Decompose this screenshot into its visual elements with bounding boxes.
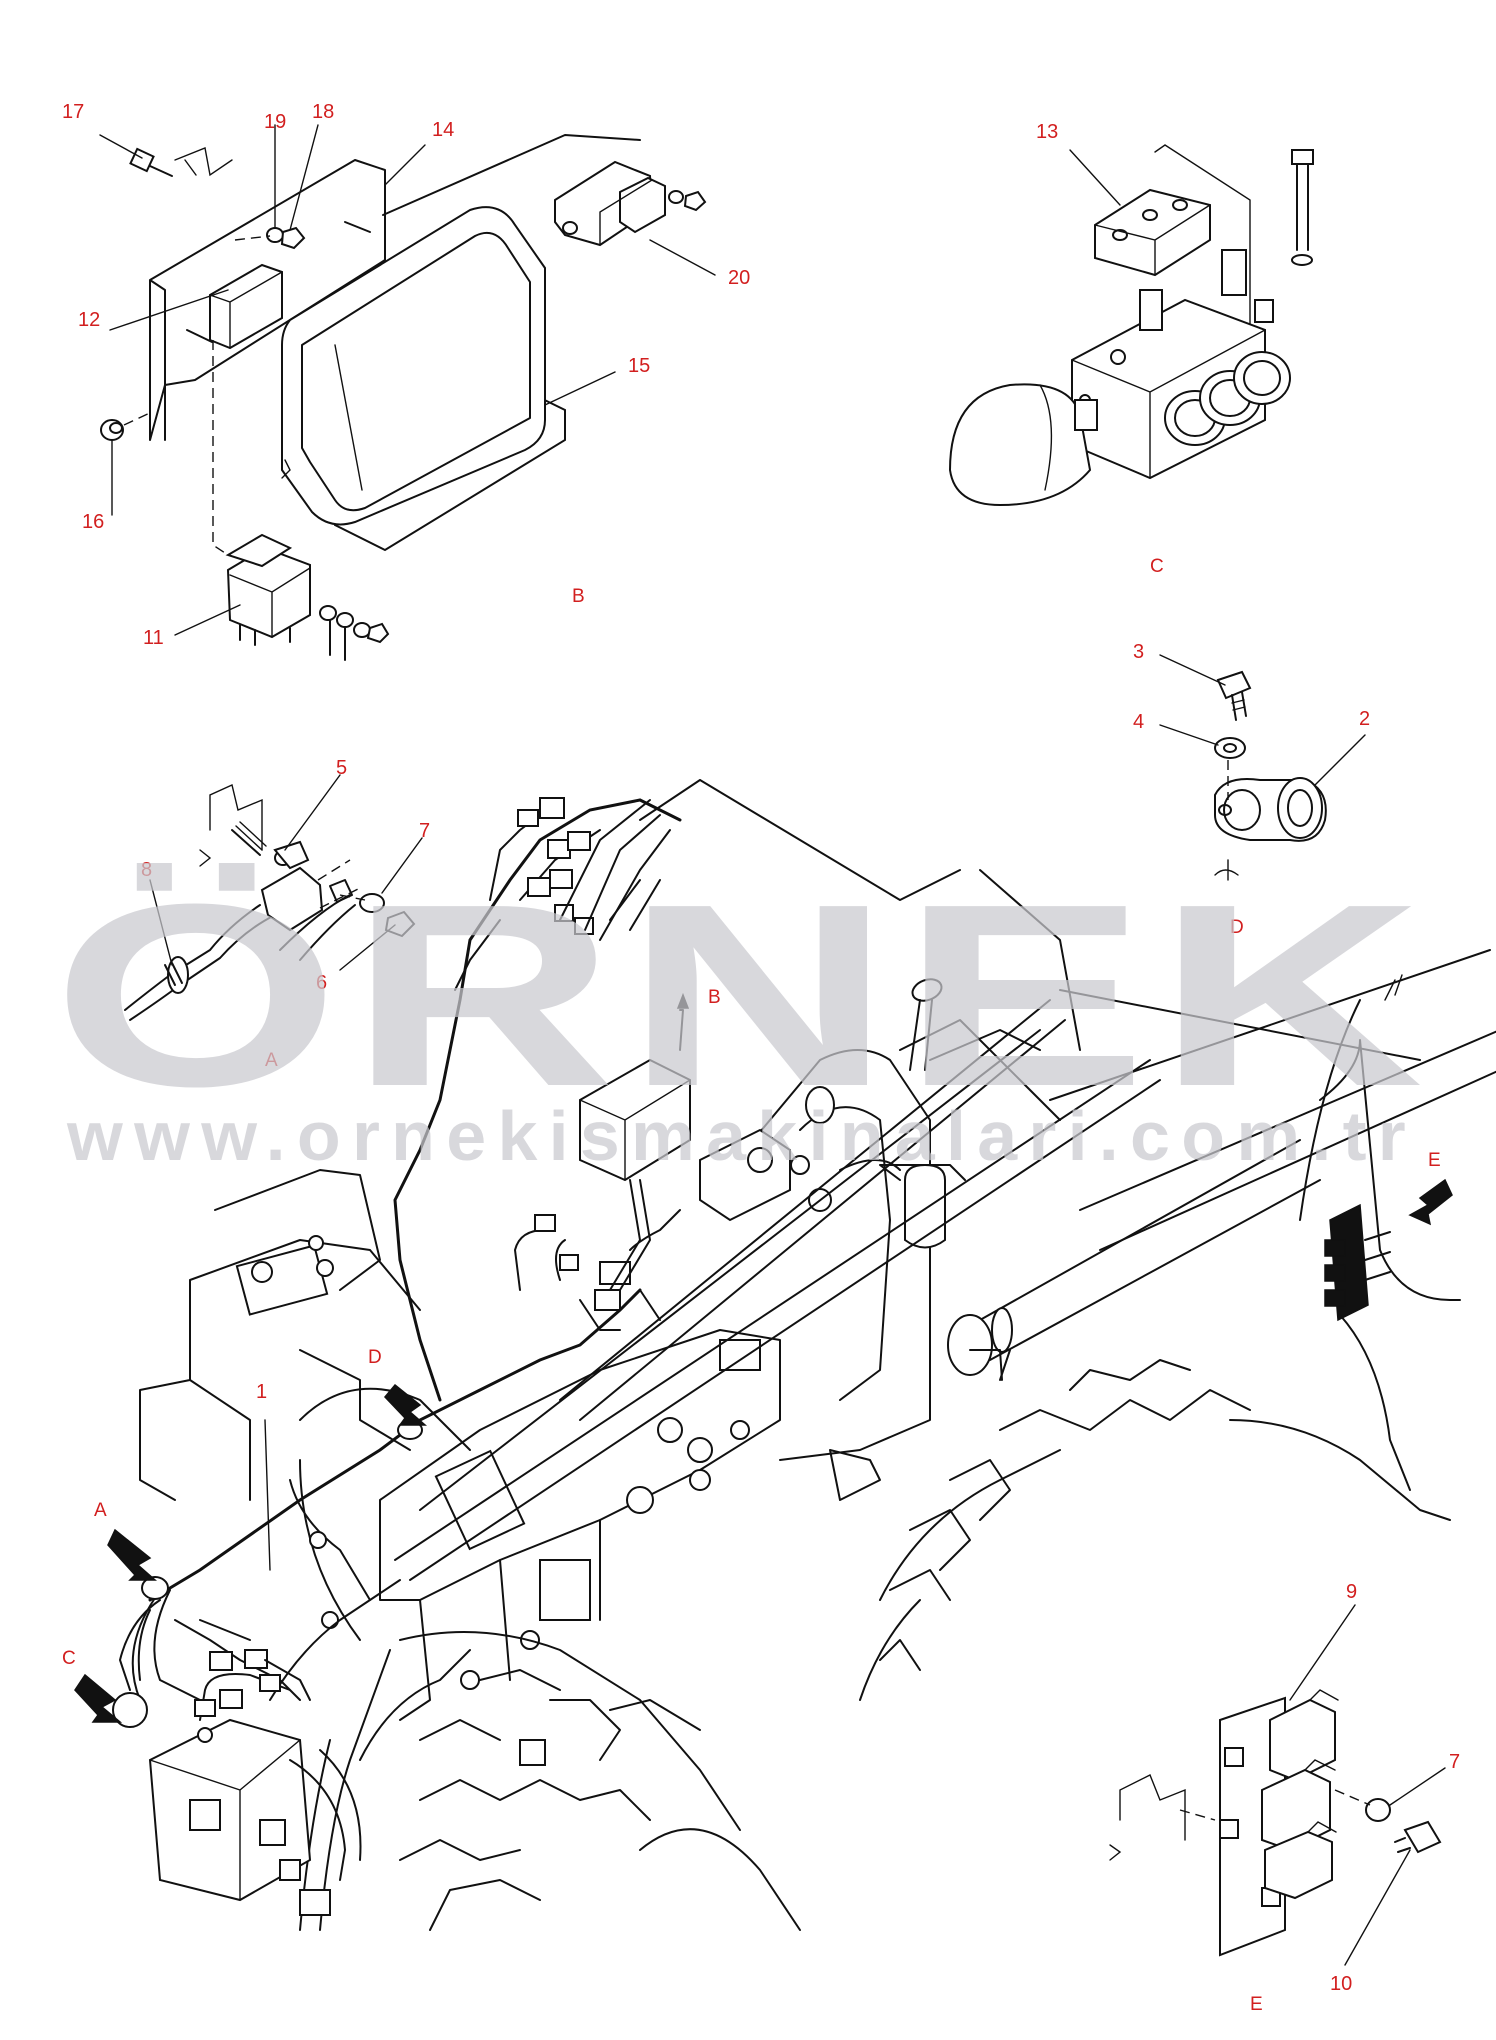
view-label-d-detail: D bbox=[1230, 917, 1244, 938]
callout-17: 17 bbox=[62, 101, 84, 123]
detail-b-controller-group bbox=[100, 134, 707, 661]
relay-11 bbox=[225, 533, 390, 661]
callout-8: 8 bbox=[141, 859, 152, 881]
controller-unit-15 bbox=[281, 206, 566, 552]
grommet-7-a bbox=[359, 893, 385, 913]
rear-axle bbox=[947, 949, 1496, 1381]
rear-fender bbox=[1319, 1039, 1461, 1301]
callout-5: 5 bbox=[336, 757, 347, 779]
leader-lines bbox=[99, 124, 1446, 1966]
nut-18 bbox=[280, 226, 306, 250]
mid-connector-cluster bbox=[514, 1179, 681, 1331]
watermark-url: www.ornekismakinalari.com.tr bbox=[66, 1097, 1417, 1175]
callout-labels: 17 19 18 14 12 15 16 11 20 13 3 4 2 5 8 … bbox=[62, 101, 1460, 1995]
grommet-installed-a bbox=[141, 1576, 169, 1600]
view-label-e-main: E bbox=[1428, 1150, 1441, 1171]
callout-18: 18 bbox=[312, 101, 334, 123]
bolt-3 bbox=[1216, 670, 1252, 721]
callout-15: 15 bbox=[628, 355, 650, 377]
view-label-a-detail: A bbox=[265, 1050, 278, 1071]
detail-e-terminal-group bbox=[1109, 1689, 1442, 1957]
washer-4 bbox=[1214, 737, 1246, 759]
callout-9: 9 bbox=[1346, 1581, 1357, 1603]
relay-12 bbox=[209, 263, 283, 350]
flywheel-housing bbox=[289, 1387, 471, 1641]
washer-19 bbox=[266, 227, 284, 243]
detail-c-valve-group bbox=[948, 144, 1314, 507]
bolt-17 bbox=[129, 147, 173, 177]
installed-terminal-e bbox=[1299, 999, 1411, 1491]
callout-11: 11 bbox=[143, 627, 164, 649]
rear-tire bbox=[859, 1349, 1451, 1701]
grommet-2 bbox=[1214, 777, 1327, 842]
callout-3: 3 bbox=[1133, 641, 1144, 663]
grommet-5 bbox=[260, 840, 324, 932]
callout-1: 1 bbox=[256, 1381, 267, 1403]
main-wire-harness bbox=[148, 1288, 642, 1602]
view-label-c-main: C bbox=[62, 1648, 76, 1669]
watermark-brand: ÖRNEK bbox=[52, 851, 1432, 1141]
callout-7-b: 7 bbox=[1449, 1751, 1460, 1773]
arrow-e bbox=[1408, 1178, 1453, 1226]
fuel-filter bbox=[805, 1086, 966, 1249]
main-machine-assembly bbox=[74, 779, 1496, 1931]
callout-12: 12 bbox=[78, 309, 100, 331]
arrow-a bbox=[107, 1528, 157, 1581]
arrow-d bbox=[383, 1383, 428, 1426]
callout-7-a: 7 bbox=[419, 820, 430, 842]
relay-20 bbox=[554, 160, 707, 247]
callout-14: 14 bbox=[432, 119, 454, 141]
terminal-block bbox=[1261, 1689, 1339, 1900]
dipstick-cap bbox=[909, 978, 943, 1071]
view-label-c-detail: C bbox=[1150, 556, 1164, 577]
nut-6 bbox=[384, 910, 416, 938]
arrow-c bbox=[74, 1673, 123, 1723]
callout-13: 13 bbox=[1036, 121, 1058, 143]
terminal-plate-9 bbox=[1219, 1696, 1286, 1957]
grommet-16 bbox=[100, 419, 124, 441]
callout-2: 2 bbox=[1359, 708, 1370, 730]
view-labels: B C D A B E D A C E bbox=[62, 556, 1441, 2015]
bracket-13 bbox=[1094, 188, 1211, 277]
front-tire bbox=[359, 1631, 801, 1931]
top-connector-cluster bbox=[489, 797, 671, 941]
callout-6: 6 bbox=[316, 972, 327, 994]
view-label-d-main: D bbox=[368, 1347, 382, 1368]
bolt-10 bbox=[1394, 1820, 1442, 1854]
watermark: ÖRNEK www.ornekismakinalari.com.tr bbox=[52, 851, 1432, 1175]
callout-4: 4 bbox=[1133, 711, 1144, 733]
detail-d-grommet-group bbox=[1214, 670, 1327, 881]
installed-valve bbox=[112, 1673, 362, 1916]
cable-harness-a bbox=[124, 904, 276, 1021]
callout-19: 19 bbox=[264, 111, 286, 133]
engine-block bbox=[139, 1239, 421, 1501]
callout-10: 10 bbox=[1330, 1973, 1352, 1995]
upper-harness bbox=[393, 798, 682, 1402]
view-label-b-main: B bbox=[708, 987, 721, 1008]
clamp-8 bbox=[164, 956, 189, 994]
transmission-body bbox=[379, 1329, 781, 1766]
view-label-b-detail: B bbox=[572, 586, 585, 607]
view-label-a-main: A bbox=[94, 1500, 107, 1521]
hydraulic-valve-block bbox=[1071, 249, 1291, 480]
accumulator-sphere bbox=[948, 383, 1098, 507]
callout-16: 16 bbox=[82, 511, 104, 533]
callout-20: 20 bbox=[728, 267, 750, 289]
washer-7-b bbox=[1365, 1798, 1391, 1822]
detail-a-cable-grommet-group bbox=[124, 784, 416, 1021]
view-label-e-detail: E bbox=[1250, 1994, 1263, 2015]
installed-controller bbox=[579, 992, 691, 1182]
